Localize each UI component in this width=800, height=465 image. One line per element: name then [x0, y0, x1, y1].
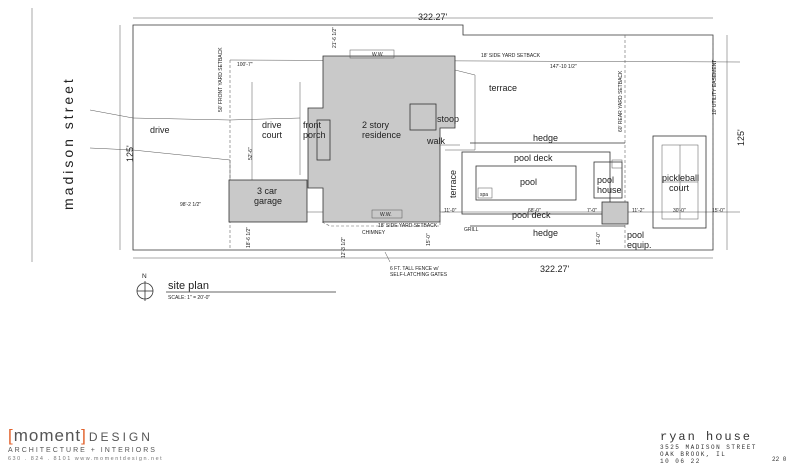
label-garage-1: 3 car: [257, 186, 277, 196]
label-pickleball-1: pickleball: [662, 173, 699, 183]
sheet-number: 22 0: [772, 456, 787, 463]
dim-court-width: 30'-0": [673, 208, 686, 214]
label-drive-court-1: drive: [262, 120, 282, 130]
firm-subtitle: ARCHITECTURE + INTERIORS: [8, 447, 157, 454]
note-fence-2: SELF-LATCHING GATES: [390, 272, 448, 278]
label-residence-1: 2 story: [362, 120, 390, 130]
garage: [228, 179, 308, 223]
north-arrow-icon: [136, 281, 154, 301]
dim-top-text: 322.27': [418, 12, 448, 22]
note-ww-top: W.W.: [372, 52, 384, 58]
stoop-area: [409, 103, 437, 131]
pool-deck: [461, 151, 611, 215]
dim-pool-gap-mid: 68'-0": [528, 208, 541, 214]
note-chimney: CHIMNEY: [362, 230, 386, 236]
pool: [475, 165, 577, 201]
label-terrace-side: terrace: [448, 170, 458, 198]
note-utility-easement: 10' UTILITY EASEMENT: [712, 60, 718, 115]
terrace-outline: [445, 69, 476, 151]
spa: [477, 187, 493, 199]
label-terrace-top: terrace: [489, 83, 517, 93]
front-porch: [316, 119, 331, 161]
label-residence-2: residence: [362, 130, 401, 140]
driveway-edge-top: [89, 109, 301, 175]
firm-name: moment: [13, 426, 82, 445]
label-pool-deck-top: pool deck: [514, 153, 553, 163]
fence: [321, 211, 452, 227]
dim-pool-gap-left: 11'-0": [444, 208, 457, 214]
dim-lower-left: 12'-3 1/2": [341, 237, 347, 258]
note-rear-yard-setback: 60' REAR YARD SETBACK: [618, 70, 624, 132]
note-ww-bottom: W.W.: [380, 212, 392, 218]
pool-equipment: [601, 201, 629, 225]
label-hedge-top: hedge: [533, 133, 558, 143]
driveway-edge-bottom: [89, 147, 231, 180]
dim-left-text: 125': [125, 145, 135, 162]
dim-porch-depth: 52'-6": [248, 147, 254, 160]
north-label: N: [142, 273, 147, 280]
firm-design: DESIGN: [88, 430, 153, 444]
site-plan-scale: SCALE: 1" = 20'-0": [168, 295, 210, 301]
note-grill: GRILL: [464, 227, 479, 233]
label-pool-equip-2: equip.: [627, 240, 652, 250]
label-pool-equip-1: pool: [627, 230, 644, 240]
site-plan-title: site plan: [168, 280, 209, 292]
dim-side-top: 21'-6 1/2": [332, 27, 338, 48]
window-well-bottom: [371, 209, 403, 219]
label-front-porch-1: front: [303, 120, 322, 130]
label-front-porch-2: porch: [303, 130, 326, 140]
side-setback-top-line: [229, 59, 741, 63]
firm-contact: 630 . 824 . 8101 www.momentdesign.net: [8, 456, 164, 462]
label-garage-2: garage: [254, 196, 282, 206]
project-date: 10 06 22: [660, 458, 701, 465]
label-walk: walk: [426, 136, 446, 146]
label-pool-deck-bottom: pool deck: [512, 210, 551, 220]
pickleball-court: [652, 135, 707, 229]
dim-bottom-text: 322.27': [540, 264, 570, 274]
firm-title-block: [moment]DESIGN ARCHITECTURE + INTERIORS …: [8, 426, 163, 462]
label-drive-court-2: court: [262, 130, 283, 140]
label-drive: drive: [150, 125, 170, 135]
dim-pool-gap-right: 7'-0": [587, 208, 597, 214]
label-pool-house-1: pool: [597, 175, 614, 185]
dim-front-setback-bottom: 98'-2 1/2": [180, 202, 201, 208]
label-pool-house-2: house: [597, 185, 622, 195]
label-spa: spa: [480, 192, 488, 198]
pool-house-ac: [611, 159, 623, 169]
residence: [307, 55, 456, 223]
dim-rear-run: 147'-10 1/2": [550, 64, 577, 70]
street-label: madison street: [60, 76, 76, 210]
label-pool: pool: [520, 177, 537, 187]
project-address-2: OAK BROOK, IL: [660, 451, 727, 458]
project-name: ryan house: [660, 430, 753, 444]
project-address-1: 3525 MADISON STREET: [660, 444, 757, 451]
note-side-setback-bottom: 18' SIDE YARD SETBACK: [378, 223, 438, 229]
fence-leader: [384, 251, 391, 263]
dim-court-left: 11'-2": [632, 208, 645, 214]
dim-right-text: 125': [736, 129, 746, 146]
dim-side-bottom: 18'-6 1/2": [246, 227, 252, 248]
firm-logo: [moment]DESIGN: [8, 426, 153, 445]
label-hedge-bottom: hedge: [533, 228, 558, 238]
project-title-block: ryan house 3525 MADISON STREET OAK BROOK…: [660, 430, 800, 465]
label-stoop: stoop: [437, 114, 459, 124]
dim-lower-mid: 15'-0": [426, 233, 432, 246]
window-well-top: [349, 49, 395, 59]
dim-front-setback-top: 100'-7": [237, 62, 253, 68]
pool-house: [593, 161, 623, 199]
note-side-setback-top: 18' SIDE YARD SETBACK: [481, 53, 541, 59]
label-pickleball-2: court: [669, 183, 690, 193]
dim-equip-offset: 16'-0": [596, 232, 602, 245]
note-fence-1: 6 FT. TALL FENCE w/: [390, 266, 439, 272]
dim-court-right: 15'-0": [712, 208, 725, 214]
note-front-yard-setback: 50' FRONT YARD SETBACK: [218, 47, 224, 112]
